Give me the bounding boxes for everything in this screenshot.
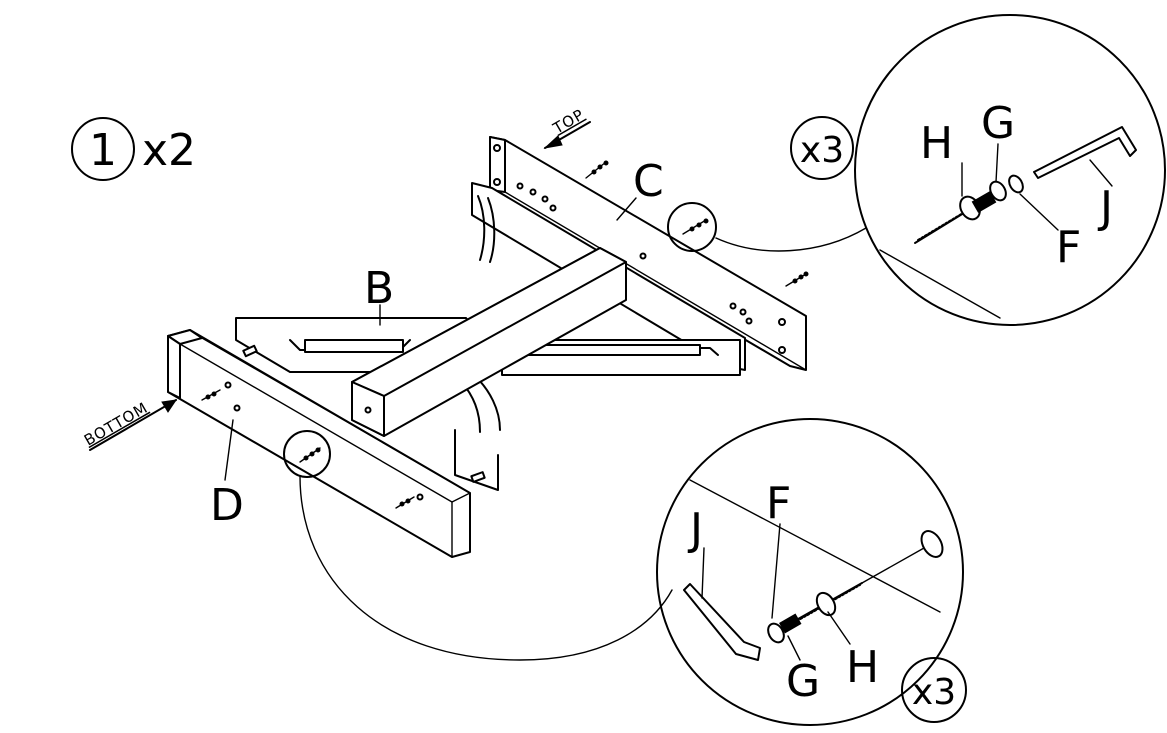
detail-top-label-j: J: [1097, 182, 1113, 233]
detail-bottom-label-g: G: [786, 656, 820, 707]
label-b: B: [364, 263, 394, 314]
part-d-bottom-plate: [167, 329, 471, 558]
bottom-arrow: BOTTOM: [81, 399, 178, 451]
detail-top-label-f: F: [1056, 222, 1081, 273]
detail-bottom-label-j: J: [687, 504, 703, 555]
detail-bottom-circle: [656, 418, 964, 726]
step-indicator: 1 x2: [71, 117, 196, 181]
top-arrow: TOP: [543, 105, 591, 149]
part-labels: B C D: [210, 156, 664, 531]
detail-top-label-g: G: [981, 98, 1015, 149]
detail-bottom-count: x3: [912, 672, 956, 713]
detail-top-label-h: H: [920, 118, 953, 169]
bolt-markers: [201, 160, 809, 509]
bottom-label: BOTTOM: [81, 399, 151, 450]
detail-top-count-circle: [790, 116, 854, 180]
step-number: 1: [89, 125, 117, 176]
zoom-marker-bottom: [283, 430, 331, 478]
detail-top-circle: [854, 14, 1166, 326]
detail-bottom-label-h: H: [846, 642, 879, 693]
center-beam: [351, 247, 627, 491]
detail-bottom-count-circle: [901, 657, 967, 723]
callout-line-top: [715, 227, 867, 252]
top-label: TOP: [549, 105, 587, 138]
detail-top: x3 H G F J: [790, 14, 1166, 326]
detail-top-count: x3: [800, 130, 844, 171]
label-c: C: [633, 156, 664, 207]
label-d: D: [210, 480, 244, 531]
step-number-circle: [71, 117, 135, 181]
detail-bottom-label-f: F: [766, 478, 791, 529]
step-multiplier: x2: [142, 125, 196, 176]
zoom-marker-top: [667, 202, 717, 252]
detail-bottom: x3 J F G H: [656, 418, 967, 726]
callout-line-bottom: [299, 475, 673, 661]
